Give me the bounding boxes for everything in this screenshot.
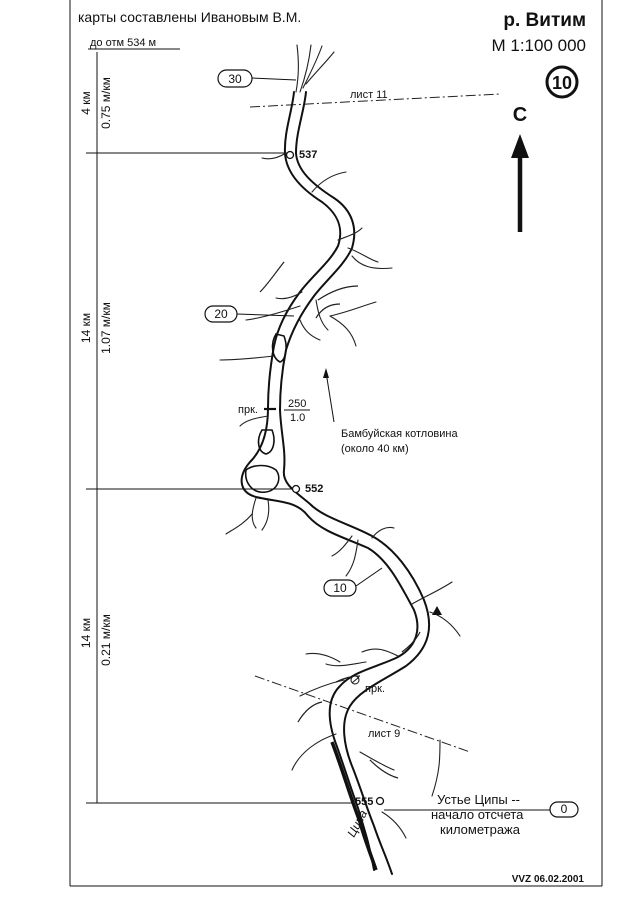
elevation-552: 552 xyxy=(305,483,323,495)
headwater-channels xyxy=(295,44,335,93)
geodetic-triangle-icon xyxy=(432,606,442,615)
km-marker-30-leader xyxy=(251,77,297,81)
river-island-middle xyxy=(257,429,275,455)
km-marker-10: 10 xyxy=(333,581,347,595)
segment-1-length: 4 км xyxy=(79,91,93,115)
river-island-upper xyxy=(271,333,287,363)
sheet-9-label: лист 9 xyxy=(368,728,400,740)
rapids-fraction-bottom: 1.0 xyxy=(290,412,305,424)
datum-label: до отм 534 м xyxy=(90,37,156,49)
segment-3-length: 14 км xyxy=(79,618,93,648)
river-right-bank xyxy=(279,91,431,875)
segment-1-gradient: 0.75 м/км xyxy=(99,77,113,129)
rapids-lower-label: прк. xyxy=(365,683,385,695)
km-marker-10-leader xyxy=(355,567,383,587)
mouth-line-3: километража xyxy=(440,822,521,837)
basin-name: Бамбуйская котловина xyxy=(341,428,458,440)
km-marker-30: 30 xyxy=(228,72,242,86)
sheet-number: 10 xyxy=(552,73,572,93)
rapids-fraction-top: 250 xyxy=(288,398,306,410)
basin-pointer-icon xyxy=(323,368,329,378)
km-marker-0: 0 xyxy=(561,802,568,816)
basin-note: (около 40 км) xyxy=(341,443,409,455)
tributaries xyxy=(219,152,461,839)
rapids-label: прк. xyxy=(238,404,258,416)
km-marker-10-badge xyxy=(323,579,357,597)
river-name: р. Витим xyxy=(503,10,586,31)
sheet-number-badge xyxy=(545,65,579,99)
elevation-point-552 xyxy=(291,484,301,494)
sheet-9-boundary xyxy=(254,675,471,753)
river-lake-oxbow xyxy=(244,464,280,493)
north-label: С xyxy=(513,104,527,126)
segment-2-gradient: 1.07 м/км xyxy=(99,302,113,354)
elevation-555: 555 xyxy=(355,796,373,808)
cliffs xyxy=(259,261,421,779)
elevation-point-555 xyxy=(375,796,385,806)
map-credit: карты составлены Ивановым В.М. xyxy=(78,9,301,25)
sheet-11-label: лист 11 xyxy=(350,89,388,101)
elevation-537: 537 xyxy=(299,149,317,161)
basin-pointer-line xyxy=(325,371,335,423)
map-scale: М 1:100 000 xyxy=(491,36,586,55)
tsipa-river-line xyxy=(330,741,378,871)
mouth-line-1: Устье Ципы -- xyxy=(437,792,520,807)
km-marker-20-leader xyxy=(236,313,295,317)
segment-3-gradient: 0.21 м/км xyxy=(99,614,113,666)
rapids-lower-mark-slash xyxy=(351,676,360,684)
elevation-point-537 xyxy=(285,150,295,160)
mouth-line-2: начало отсчета xyxy=(431,807,524,822)
author-signature: VVZ 06.02.2001 xyxy=(512,874,585,885)
river-left-bank xyxy=(240,91,419,871)
north-arrow-icon xyxy=(511,134,529,158)
km-marker-20: 20 xyxy=(214,307,228,321)
segment-2-length: 14 км xyxy=(79,313,93,343)
